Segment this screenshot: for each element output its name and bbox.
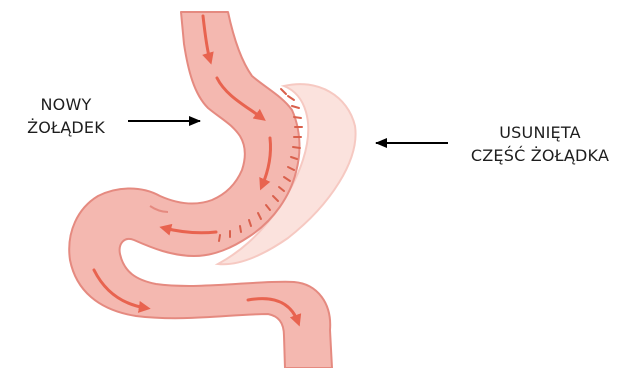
label-removed-part-line-1: USUNIĘTA <box>440 121 636 144</box>
label-removed-part-line-2: CZĘŚĆ ŻOŁĄDKA <box>440 144 636 167</box>
label-new-stomach-line-1: NOWY <box>6 93 126 116</box>
label-removed-part: USUNIĘTA CZĘŚĆ ŻOŁĄDKA <box>440 121 636 167</box>
label-new-stomach-line-2: ŻOŁĄDEK <box>6 116 126 139</box>
label-new-stomach: NOWY ŻOŁĄDEK <box>6 93 126 139</box>
